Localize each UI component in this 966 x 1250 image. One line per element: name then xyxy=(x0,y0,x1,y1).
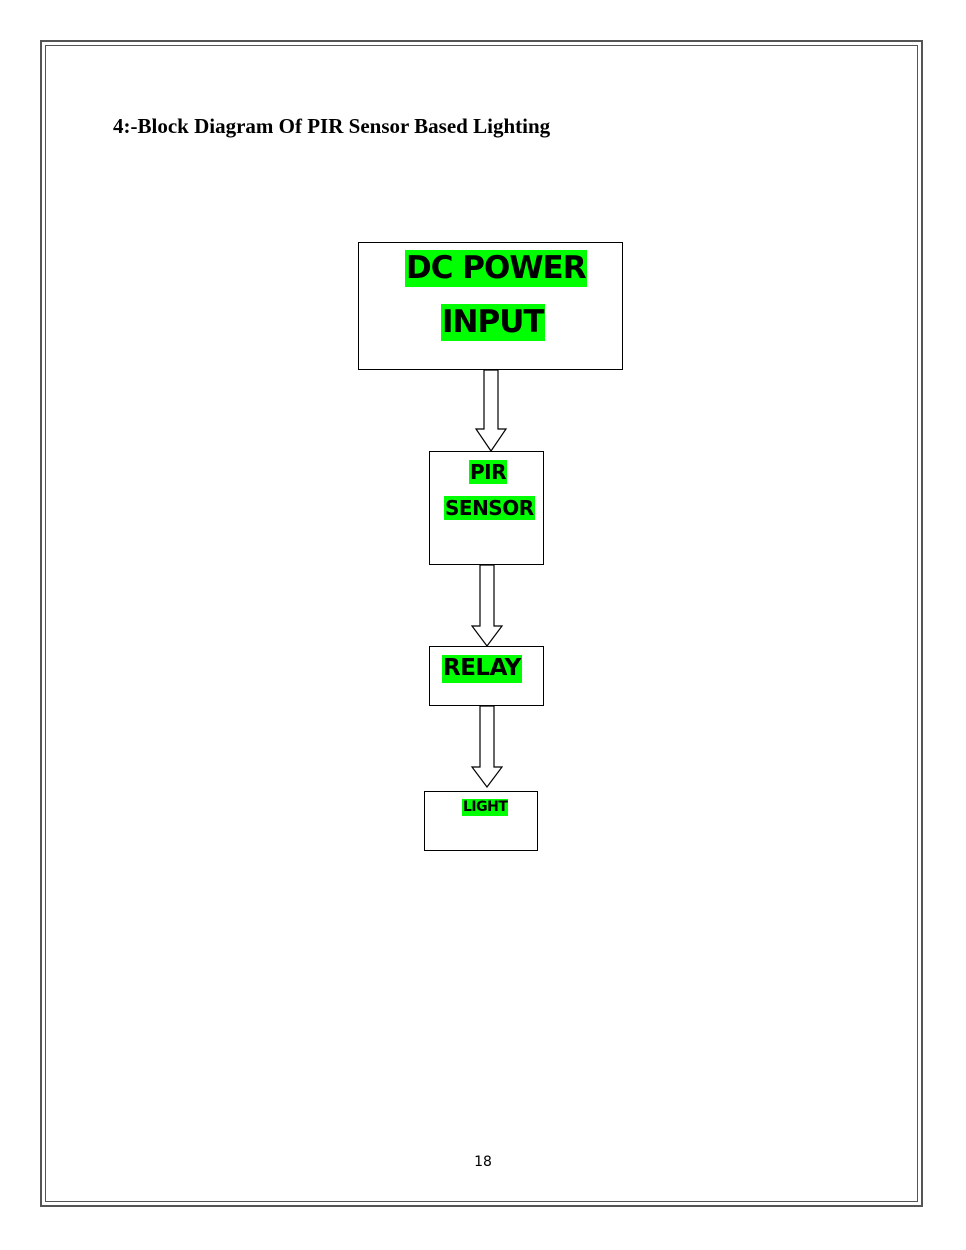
arrow-power-to-sensor xyxy=(474,369,508,453)
pir-sensor-label-line2: SENSOR xyxy=(444,496,535,520)
arrow-relay-to-light xyxy=(470,705,504,788)
page-border-outer xyxy=(40,40,923,1207)
section-heading: 4:-Block Diagram Of PIR Sensor Based Lig… xyxy=(113,114,551,138)
light-label: LIGHT xyxy=(462,799,509,816)
page-border-inner xyxy=(45,45,918,1202)
page-number: 18 xyxy=(474,1154,492,1170)
relay-label: RELAY xyxy=(442,655,522,683)
dc-power-label-line2: INPUT xyxy=(441,304,545,342)
dc-power-label-line1: DC POWER xyxy=(405,250,587,288)
arrow-sensor-to-relay xyxy=(470,564,504,647)
pir-sensor-label-line1: PIR xyxy=(469,460,507,484)
